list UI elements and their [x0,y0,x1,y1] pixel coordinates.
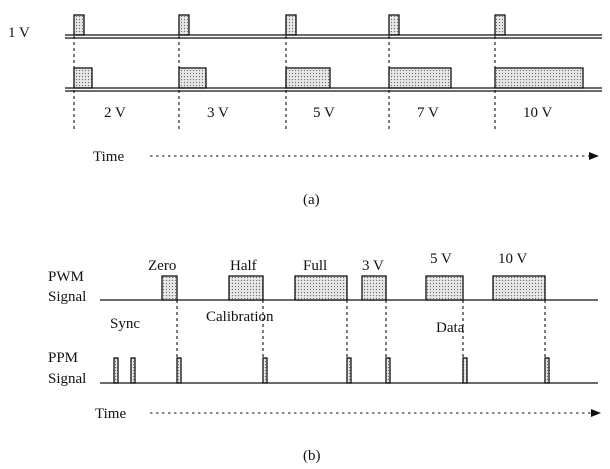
pwm-pulse-full [294,275,348,301]
pwm-label: PWM [48,269,84,285]
ppm-sync-pulse [113,357,119,384]
caption-b: (b) [303,448,321,464]
pulse-label-half: Half [230,258,257,274]
panel-a: 1 V 2 V [8,14,602,208]
edge-connectors [176,300,546,358]
row1-pulse [388,14,400,36]
row2-pulse [494,67,584,89]
row2-pulse [73,67,93,89]
ppm-pulse [385,357,391,384]
pulse-label-3v: 3 V [362,258,384,274]
row1-waveform [65,14,602,39]
pwm-signal-label: Signal [48,289,86,305]
voltage-label: 3 V [207,105,229,121]
sync-label: Sync [110,316,140,332]
pwm-pulse-5v [425,275,464,301]
row2-waveform [65,67,602,92]
row1-pulse [178,14,190,36]
voltage-label: 10 V [523,105,552,121]
pwm-pulse-zero [161,275,178,301]
row1-pulse [285,14,297,36]
time-label: Time [93,149,124,165]
ppm-pulse [262,357,268,384]
data-label: Data [436,320,465,336]
calibration-label: Calibration [206,309,274,325]
ppm-pulse [544,357,550,384]
ppm-sync-pulse [130,357,136,384]
row2-pulse [388,67,452,89]
pwm-pulse-half [228,275,264,301]
caption-a: (a) [303,192,320,208]
pwm-waveform [100,275,598,301]
row1-pulse [73,14,85,36]
ppm-waveform [100,357,598,384]
ppm-pulse [346,357,352,384]
ppm-pulse [176,357,182,384]
ppm-label: PPM [48,350,78,366]
pulse-label-10v: 10 V [498,251,527,267]
panel-b: PWM Signal Zero Half Full 3 V 5 V 10 V S… [48,251,601,464]
row2-pulse [178,67,207,89]
voltage-label: 7 V [417,105,439,121]
ppm-pulse [462,357,468,384]
row1-pulse [494,14,506,36]
voltage-label: 2 V [104,105,126,121]
pulse-label-full: Full [303,258,327,274]
pwm-pulse-3v [361,275,387,301]
frame-separators [73,36,496,130]
voltage-label: 5 V [313,105,335,121]
ppm-signal-label: Signal [48,371,86,387]
pulse-label-zero: Zero [148,258,176,274]
row1-label: 1 V [8,25,30,41]
pulse-label-5v: 5 V [430,251,452,267]
time-label-b: Time [95,406,126,422]
row2-pulse [285,67,331,89]
pwm-pulse-10v [492,275,546,301]
